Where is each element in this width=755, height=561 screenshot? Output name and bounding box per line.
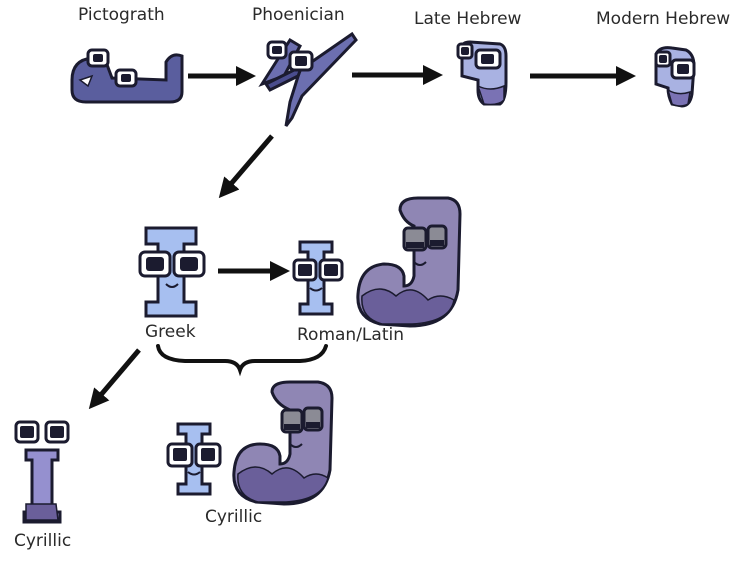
cyrillic-left-character (14, 420, 70, 524)
late-hebrew-label: Late Hebrew (414, 9, 522, 29)
cyrillic-left-label: Cyrillic (14, 531, 72, 551)
latin-j-character (356, 196, 462, 328)
arrow-phoenician-to-greek (218, 134, 274, 199)
late-hebrew-character (456, 40, 508, 106)
greek-character (138, 226, 206, 318)
latin-i-character (292, 240, 344, 316)
arrow-greek-to-cyrillic (88, 348, 141, 410)
cyrillic-i-character (166, 422, 222, 496)
pictograph-character (70, 48, 184, 104)
curly-brace (156, 344, 328, 377)
modern-hebrew-character (654, 46, 696, 108)
cyrillic-j-character (232, 380, 334, 506)
modern-hebrew-label: Modern Hebrew (596, 9, 731, 29)
greek-label: Greek (145, 322, 196, 342)
cyrillic-bottom-label: Cyrillic (205, 507, 263, 527)
phoenician-label: Phoenician (252, 5, 345, 25)
pictograph-label: Pictograth (78, 5, 165, 25)
phoenician-character (258, 31, 358, 127)
roman-latin-label: Roman/Latin (297, 325, 404, 345)
